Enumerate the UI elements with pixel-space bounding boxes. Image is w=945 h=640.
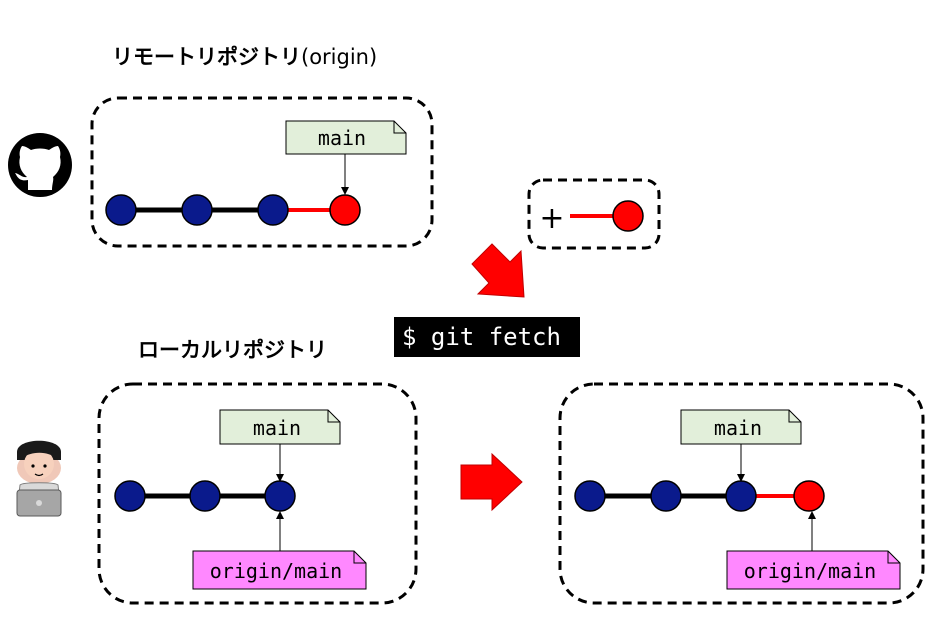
remote-commit-1: [105, 194, 137, 226]
local-after-commit-2: [650, 480, 682, 512]
local-before-main-label: main: [219, 409, 341, 445]
fetched-delta-box: [527, 178, 661, 250]
local-before-origin-label: origin/main: [192, 550, 367, 590]
remote-main-label-text: main: [318, 126, 366, 150]
remote-repo-origin: (origin): [301, 45, 377, 69]
local-before-commit-1: [114, 480, 146, 512]
local-before-box: [97, 382, 418, 605]
local-after-box: [558, 382, 925, 605]
delta-commit: [612, 200, 644, 232]
download-arrow-icon: [471, 243, 525, 298]
local-repo-title: ローカルリポジトリ: [138, 338, 327, 362]
local-after-main-text: main: [714, 416, 762, 440]
local-after-commit-new: [793, 480, 825, 512]
developer-laptop-icon: [16, 440, 62, 517]
local-after-origin-label: origin/main: [726, 550, 901, 590]
local-after-origin-text: origin/main: [744, 559, 876, 583]
remote-commit-2: [181, 194, 213, 226]
local-after-commit-3: [725, 480, 757, 512]
local-before-main-text: main: [253, 416, 301, 440]
command-box: [394, 317, 580, 357]
transition-arrow-icon: [460, 452, 523, 512]
remote-repo-box: [90, 96, 434, 248]
remote-main-label: main: [285, 120, 407, 155]
local-after-main-label: main: [680, 409, 802, 445]
local-before-commit-2: [189, 480, 221, 512]
local-after-commit-1: [574, 480, 606, 512]
local-before-commit-3: [264, 480, 296, 512]
remote-commit-3: [257, 194, 289, 226]
plus-sign: +: [539, 201, 564, 236]
remote-repo-title: リモートリポジトリ(origin): [112, 45, 377, 69]
local-before-origin-text: origin/main: [210, 559, 342, 583]
remote-commit-new: [329, 194, 361, 226]
github-icon: [8, 133, 72, 197]
command-text: $ git fetch: [402, 323, 561, 351]
remote-repo-title-text: リモートリポジトリ: [112, 45, 301, 69]
